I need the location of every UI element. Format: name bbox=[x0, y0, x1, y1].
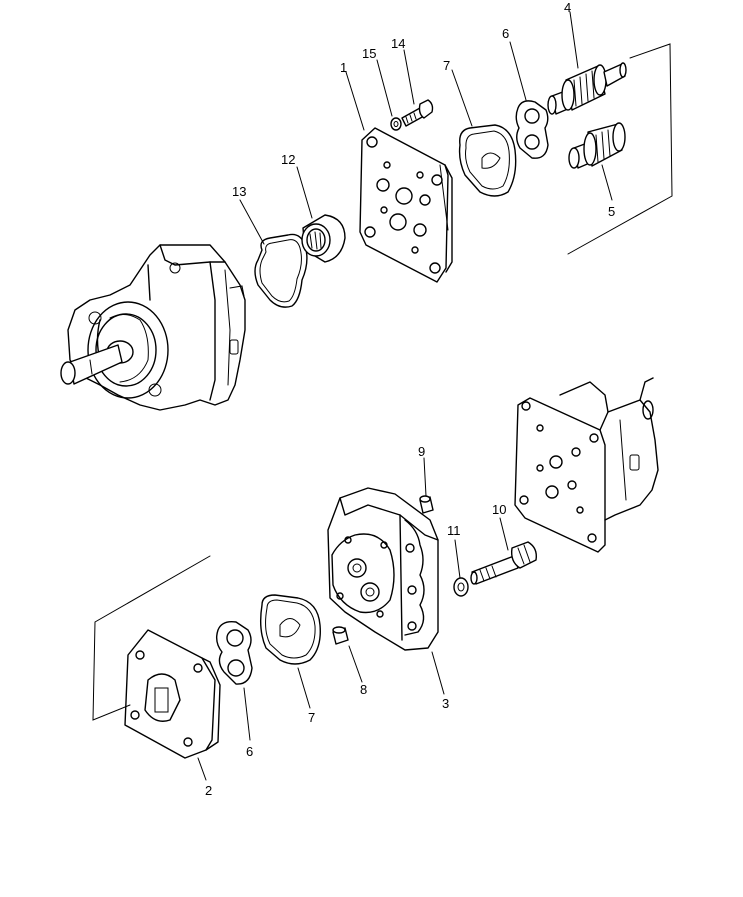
part-12-bearing bbox=[301, 214, 346, 263]
callout-7-upper: 7 bbox=[443, 58, 450, 73]
callout-8: 8 bbox=[360, 682, 367, 697]
part-4-drive-gear bbox=[547, 62, 627, 115]
callout-12: 12 bbox=[281, 152, 295, 167]
part-14-bolt bbox=[401, 99, 434, 127]
callout-6-upper: 6 bbox=[502, 26, 509, 41]
part-7-gasket-lower bbox=[259, 594, 321, 665]
pump-body-upper bbox=[60, 244, 246, 411]
group-bracket-upper bbox=[567, 43, 673, 255]
callout-15: 15 bbox=[362, 46, 376, 61]
part-8-dowel-pin bbox=[332, 626, 349, 645]
callout-13: 13 bbox=[232, 184, 246, 199]
part-7-gasket-upper bbox=[458, 124, 517, 197]
leader-lines-lower bbox=[197, 457, 509, 781]
part-15-washer bbox=[390, 117, 402, 131]
pump-body-lower bbox=[514, 377, 659, 553]
part-5-driven-gear bbox=[568, 122, 626, 169]
part-6-bushing-lower bbox=[215, 620, 253, 685]
callout-6-lower: 6 bbox=[246, 744, 253, 759]
callout-11: 11 bbox=[447, 523, 461, 538]
callout-2: 2 bbox=[205, 783, 212, 798]
part-3-gear-case bbox=[327, 487, 439, 651]
part-2-front-cover bbox=[124, 629, 221, 759]
group-bracket-lower bbox=[92, 555, 211, 721]
callout-5: 5 bbox=[608, 204, 615, 219]
callout-9: 9 bbox=[418, 444, 425, 459]
part-11-washer bbox=[453, 577, 469, 597]
part-10-bolt bbox=[470, 541, 538, 585]
part-9-dowel-pin bbox=[419, 495, 434, 514]
leader-lines-upper bbox=[239, 11, 613, 245]
part-6-bushing-upper bbox=[515, 100, 549, 159]
callout-7-lower: 7 bbox=[308, 710, 315, 725]
part-13-o-ring bbox=[254, 233, 308, 308]
callout-4: 4 bbox=[564, 0, 571, 15]
callout-10: 10 bbox=[492, 502, 506, 517]
callout-14: 14 bbox=[391, 36, 405, 51]
callout-3: 3 bbox=[442, 696, 449, 711]
part-1-flange-plate bbox=[359, 127, 453, 283]
callout-1: 1 bbox=[340, 60, 347, 75]
